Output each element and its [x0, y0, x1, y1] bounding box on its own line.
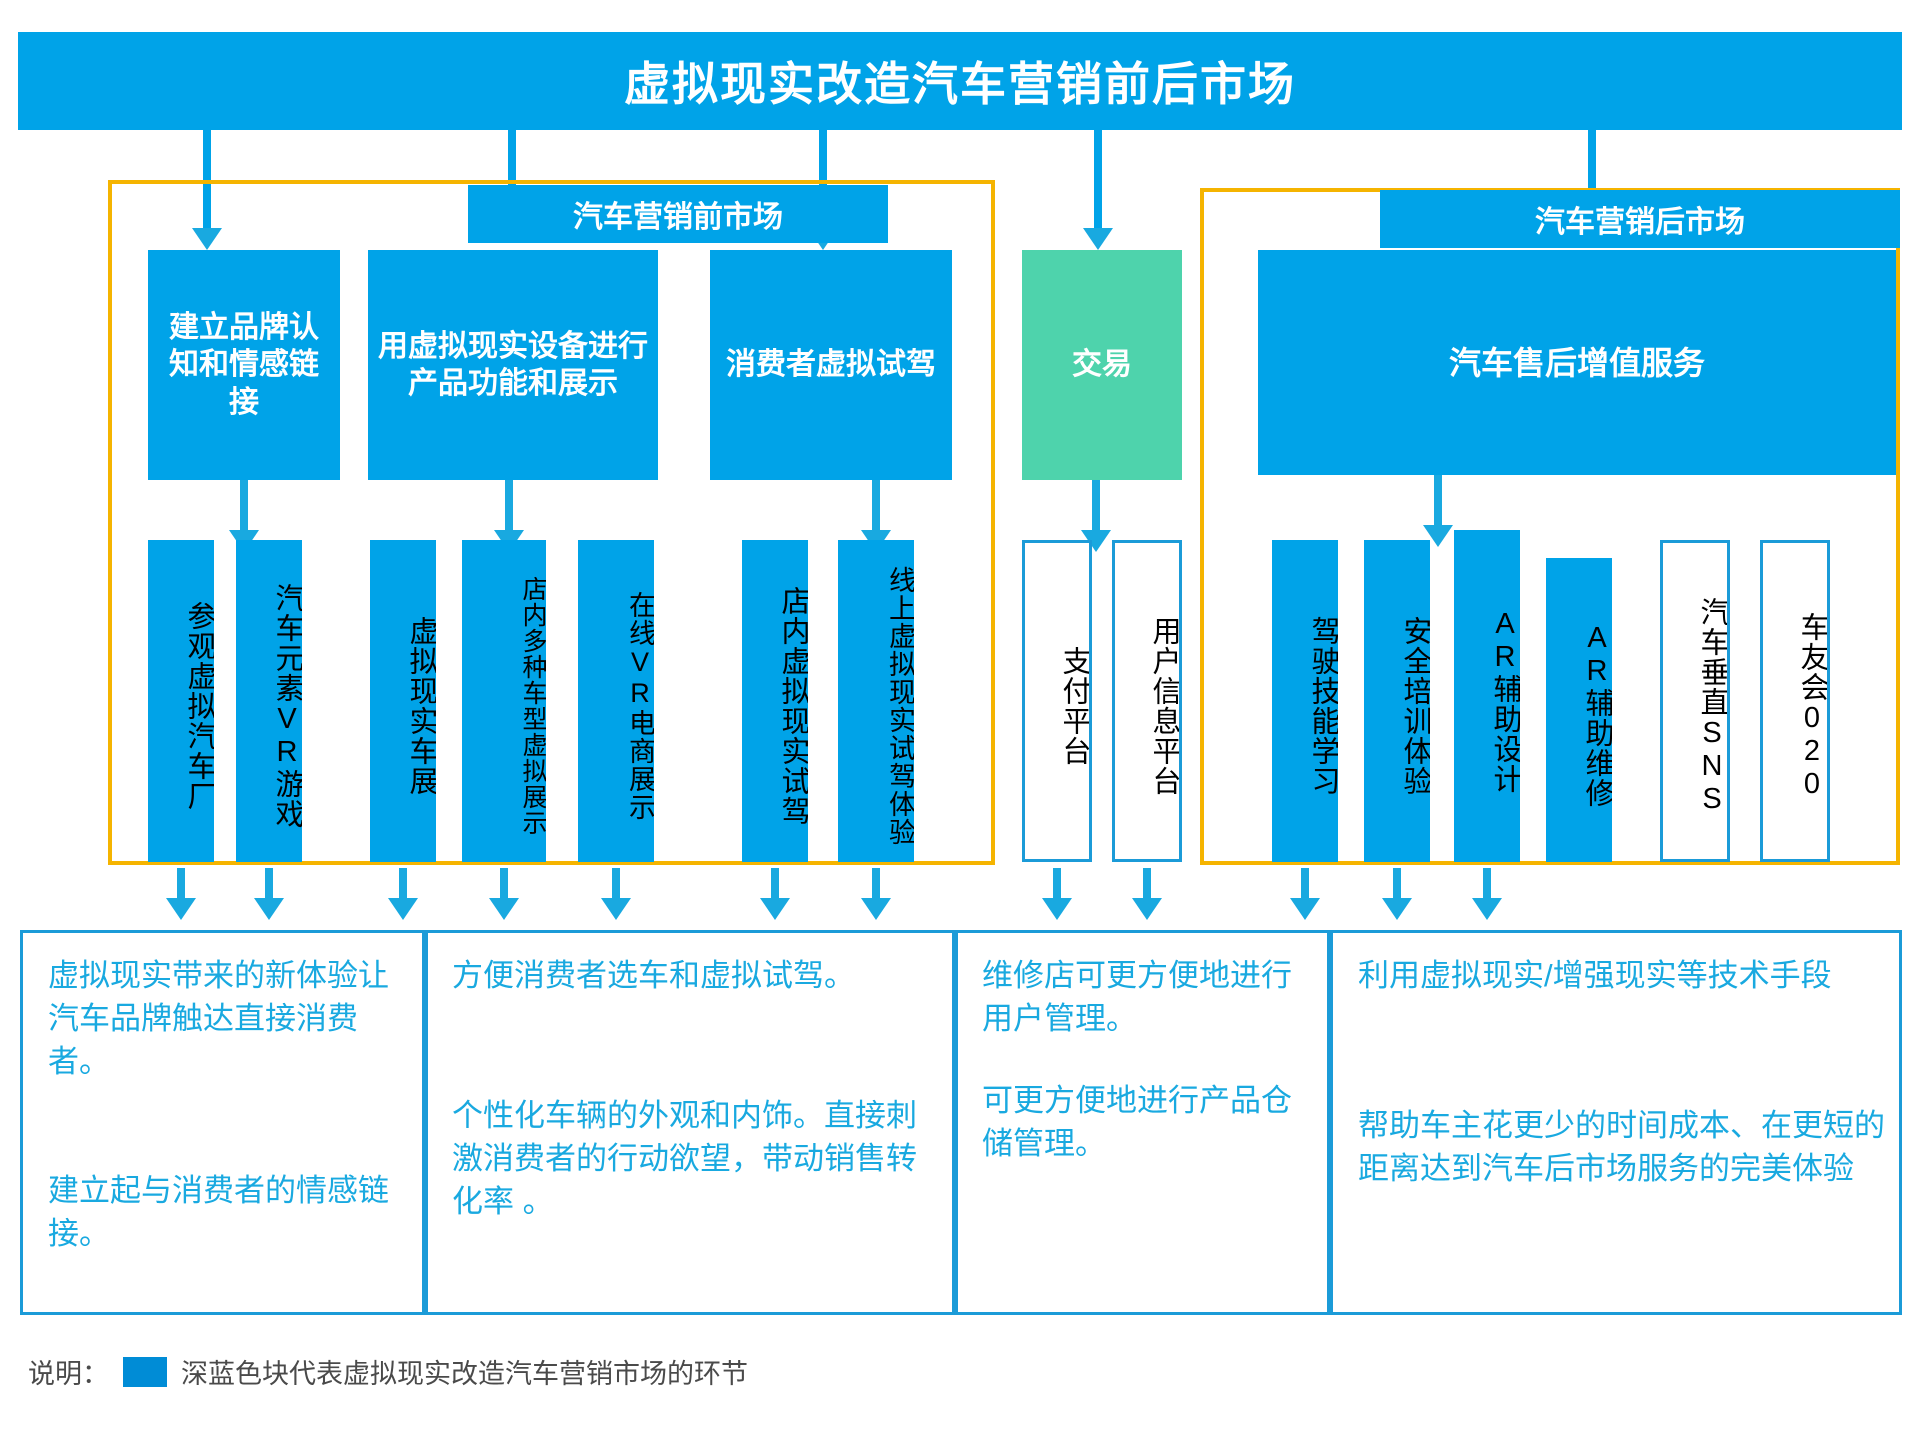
leaf-ar-assisted-repair[interactable]: AR辅助维修 [1546, 558, 1612, 862]
group-label-pre-market-text: 汽车营销前市场 [573, 201, 783, 234]
connector-leaf6-to-note [771, 868, 779, 910]
node-label: 消费者虚拟试驾 [726, 348, 936, 382]
connector-title-to-postlabel [1588, 130, 1596, 190]
node-label: 汽车售后增值服务 [1448, 344, 1705, 381]
note-brand-para2: 建立起与消费者的情感链接。 [48, 1173, 389, 1251]
arrowhead-leaf8-to-note [1042, 898, 1072, 920]
page-title-text: 虚拟现实改造汽车营销前后市场 [624, 58, 1296, 110]
arrowhead-leaf6-to-note [760, 898, 790, 920]
leaf-car-element-vr-game[interactable]: 汽车元素VR游戏 [236, 540, 302, 862]
node-label: 交易 [1072, 348, 1132, 382]
group-label-post-market: 汽车营销后市场 [1380, 190, 1900, 248]
connector-after-to-children [1434, 475, 1442, 537]
note-transaction-para2: 可更方便地进行产品仓储管理。 [982, 1083, 1292, 1161]
arrowhead-leaf2-to-note [254, 898, 284, 920]
leaf-driving-skill-learning[interactable]: 驾驶技能学习 [1272, 540, 1338, 862]
leaf-label: 在线VR电商展示 [625, 591, 654, 821]
note-brand-para1: 虚拟现实带来的新体验让汽车品牌触达直接消费者。 [48, 958, 389, 1079]
connector-brand-to-children [240, 480, 248, 542]
arrowhead-leaf10-to-note [1290, 898, 1320, 920]
legend-description: 深蓝色块代表虚拟现实改造汽车营销市场的环节 [181, 1359, 748, 1389]
group-label-post-market-text: 汽车营销后市场 [1535, 206, 1745, 239]
leaf-label: 虚拟现实车展 [405, 616, 436, 796]
leaf-online-vr-ecommerce-display[interactable]: 在线VR电商展示 [578, 540, 654, 862]
arrowhead-leaf12-to-note [1472, 898, 1502, 920]
page-title: 虚拟现实改造汽车营销前后市场 [18, 32, 1902, 130]
connector-leaf8-to-note [1053, 868, 1061, 910]
leaf-ar-assisted-design[interactable]: AR辅助设计 [1454, 530, 1520, 862]
group-label-pre-market: 汽车营销前市场 [468, 185, 888, 243]
note-aftersales-para1: 利用虚拟现实/增强现实等技术手段 [1358, 958, 1832, 993]
leaf-safety-training-experience[interactable]: 安全培训体验 [1364, 540, 1430, 862]
leaf-label: 用户信息平台 [1148, 616, 1180, 796]
arrowhead-leaf5-to-note [601, 898, 631, 920]
arrowhead-after-to-children [1423, 525, 1453, 547]
arrowhead-leaf9-to-note [1132, 898, 1162, 920]
leaf-label: 支付平台 [1058, 646, 1090, 766]
leaf-label: 线上虚拟现实试驾体验 [885, 566, 914, 846]
leaf-label: 驾驶技能学习 [1307, 616, 1338, 796]
note-transaction-para1: 维修店可更方便地进行用户管理。 [982, 958, 1292, 1036]
leaf-label: 汽车元素VR游戏 [271, 583, 302, 829]
arrowhead-leaf3-to-note [388, 898, 418, 920]
connector-title-to-trade [1094, 130, 1102, 240]
group-frame-pre-market [108, 180, 995, 865]
leaf-label: 店内多种车型虚拟展示 [519, 576, 546, 836]
connector-testdrive-to-children [872, 480, 880, 542]
connector-leaf9-to-note [1143, 868, 1151, 910]
connector-title-to-brand [203, 130, 211, 240]
leaf-payment-platform[interactable]: 支付平台 [1022, 540, 1092, 862]
leaf-instore-vr-testdrive[interactable]: 店内虚拟现实试驾 [742, 540, 808, 862]
note-panel-selection [425, 930, 955, 1315]
connector-leaf12-to-note [1483, 868, 1491, 910]
connector-leaf7-to-note [872, 868, 880, 910]
connector-leaf5-to-note [612, 868, 620, 910]
node-label: 建立品牌认知和情感链接 [169, 310, 319, 419]
node-build-brand-awareness[interactable]: 建立品牌认知和情感链接 [148, 250, 340, 480]
note-panel-transaction [955, 930, 1330, 1315]
note-aftersales-para2: 帮助车主花更少的时间成本、在更短的距离达到汽车后市场服务的完美体验 [1358, 1108, 1885, 1186]
arrowhead-title-to-brand [192, 228, 222, 250]
connector-leaf11-to-note [1393, 868, 1401, 910]
leaf-label: 参观虚拟汽车厂 [183, 601, 214, 811]
leaf-visit-virtual-car-factory[interactable]: 参观虚拟汽车厂 [148, 540, 214, 862]
leaf-virtual-reality-auto-show[interactable]: 虚拟现实车展 [370, 540, 436, 862]
leaf-instore-multi-model-virtual-display[interactable]: 店内多种车型虚拟展示 [462, 540, 546, 862]
arrowhead-title-to-trade [1083, 228, 1113, 250]
note-selection-para1: 方便消费者选车和虚拟试驾。 [452, 958, 855, 993]
leaf-label: 汽车垂直SNS [1696, 596, 1728, 816]
note-panel-brand [20, 930, 425, 1315]
leaf-user-info-platform[interactable]: 用户信息平台 [1112, 540, 1182, 862]
node-label: 用虚拟现实设备进行产品功能和展示 [378, 329, 648, 401]
connector-leaf10-to-note [1301, 868, 1309, 910]
leaf-auto-vertical-sns[interactable]: 汽车垂直SNS [1660, 540, 1730, 862]
node-aftersales-value-added-service[interactable]: 汽车售后增值服务 [1258, 250, 1896, 475]
connector-leaf1-to-note [177, 868, 185, 910]
connector-leaf3-to-note [399, 868, 407, 910]
note-selection-para2: 个性化车辆的外观和内饰。直接刺激消费者的行动欲望，带动销售转化率 。 [452, 1098, 917, 1219]
leaf-label: 车友会020 [1796, 611, 1828, 801]
node-transaction[interactable]: 交易 [1022, 250, 1182, 480]
arrowhead-leaf4-to-note [489, 898, 519, 920]
leaf-online-vr-testdrive-experience[interactable]: 线上虚拟现实试驾体验 [838, 540, 914, 862]
leaf-label: AR辅助维修 [1581, 622, 1612, 808]
legend-swatch-icon [123, 1356, 167, 1387]
arrowhead-leaf7-to-note [861, 898, 891, 920]
connector-device-to-children [505, 480, 513, 542]
connector-title-to-prelabel [508, 130, 516, 188]
arrowhead-leaf1-to-note [166, 898, 196, 920]
leaf-label: AR辅助设计 [1489, 608, 1520, 794]
leaf-label: 安全培训体验 [1399, 616, 1430, 796]
leaf-label: 店内虚拟现实试驾 [777, 586, 808, 826]
connector-leaf4-to-note [500, 868, 508, 910]
arrowhead-leaf11-to-note [1382, 898, 1412, 920]
legend: 说明： 深蓝色块代表虚拟现实改造汽车营销市场的环节 [28, 1352, 748, 1391]
leaf-car-club-o2o[interactable]: 车友会020 [1760, 540, 1830, 862]
node-consumer-virtual-testdrive[interactable]: 消费者虚拟试驾 [710, 250, 952, 480]
legend-label: 说明： [28, 1359, 109, 1389]
connector-leaf2-to-note [265, 868, 273, 910]
note-panel-aftersales [1330, 930, 1902, 1315]
connector-trade-to-children [1092, 480, 1100, 542]
node-vr-device-product-demo[interactable]: 用虚拟现实设备进行产品功能和展示 [368, 250, 658, 480]
